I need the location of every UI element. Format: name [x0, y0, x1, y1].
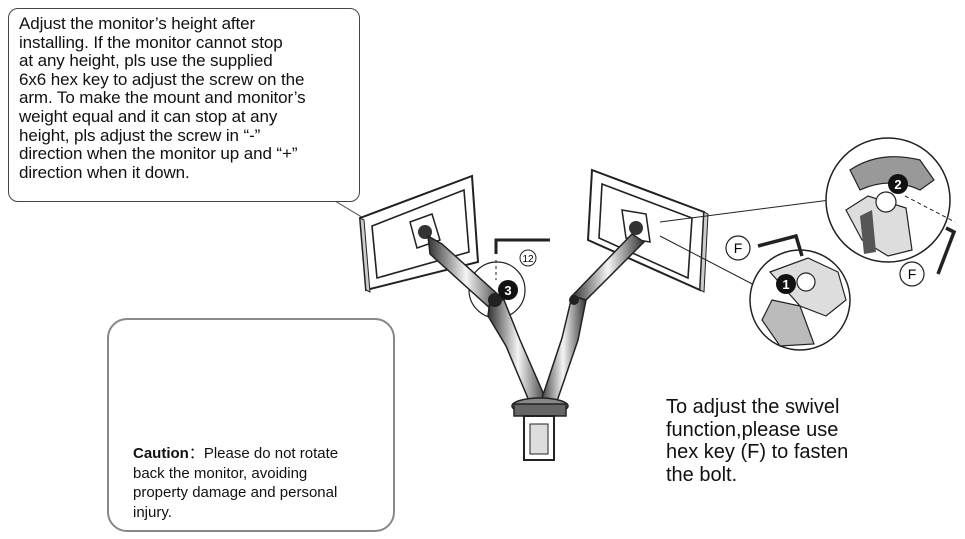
- detail-circle-2: [825, 137, 956, 263]
- caution-text: Please do not rotate back the monitor, a…: [133, 445, 339, 521]
- caution-label: Caution: [133, 445, 189, 462]
- step-3-label: 3: [504, 283, 511, 298]
- caution-note: Caution：Please do not rotate back the mo…: [133, 444, 378, 522]
- hex-key-size-label: 12: [522, 254, 534, 265]
- hex-key-f-label-2: F: [908, 266, 917, 282]
- left-arm: [427, 234, 550, 409]
- step-3-badge: [498, 280, 518, 300]
- pole-clamp: [511, 397, 569, 461]
- step-2-label: 2: [894, 177, 901, 192]
- height-adjust-text: Adjust the monitor’s height after instal…: [19, 14, 306, 182]
- hex-key-f-2: [899, 226, 957, 287]
- right-arm: [538, 233, 646, 405]
- hex-key-12: [494, 238, 550, 280]
- detail-circle-1: [749, 249, 851, 351]
- caution-separator: ：: [188, 445, 204, 462]
- caution-box: [107, 318, 395, 532]
- swivel-note: To adjust the swivel function,please use…: [666, 396, 849, 486]
- step-1-label: 1: [782, 277, 789, 292]
- hex-key-f-1: [725, 233, 804, 261]
- height-adjust-callout: Adjust the monitor’s height after instal…: [8, 8, 360, 202]
- right-monitor: [586, 168, 709, 293]
- hex-key-f-label-1: F: [734, 240, 743, 256]
